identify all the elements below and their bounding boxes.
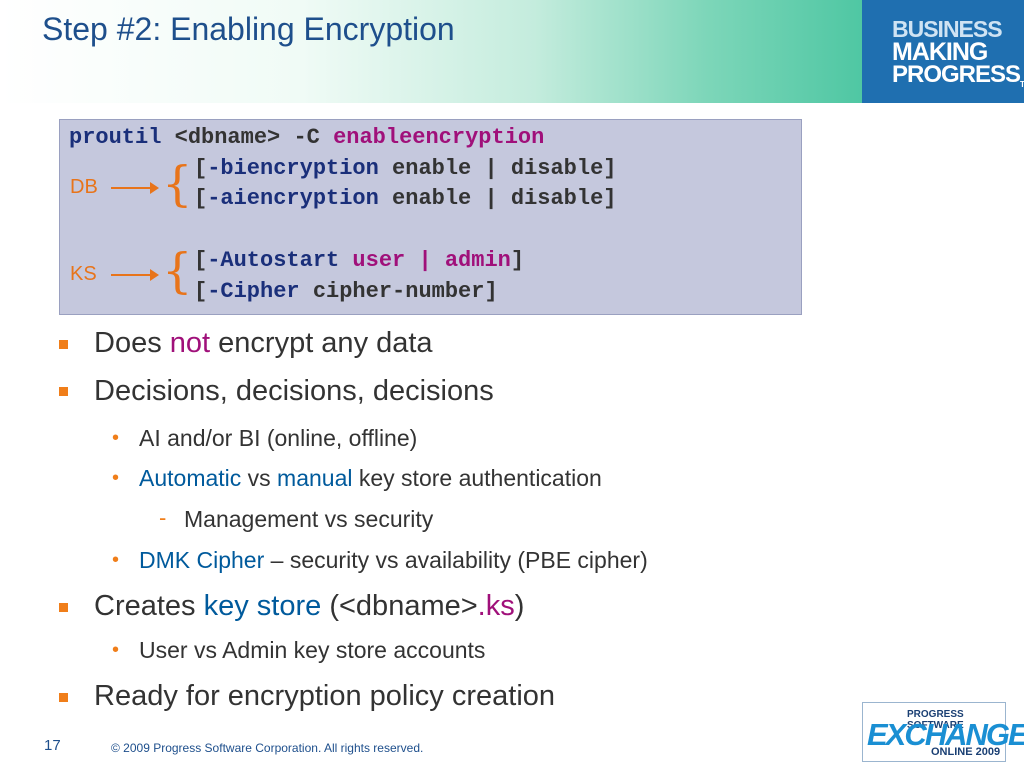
code-open: [ bbox=[194, 279, 208, 304]
bullet-text: ) bbox=[514, 590, 525, 622]
bullet-dot-icon: • bbox=[112, 639, 120, 661]
bullet-text: Does bbox=[94, 327, 170, 359]
bullet-emphasis: key store bbox=[203, 590, 322, 622]
bullet-ready: Ready for encryption policy creation bbox=[94, 680, 556, 712]
db-label: DB bbox=[70, 176, 98, 198]
code-line-aiencryption: [-aiencryption enable | disable] bbox=[194, 186, 616, 211]
bullet-emphasis: Automatic bbox=[139, 465, 242, 491]
code-block: proutil <dbname> -C enableencryption [-b… bbox=[59, 119, 802, 315]
brand-line-2: MAKING bbox=[892, 38, 988, 66]
code-option: -Autostart bbox=[207, 248, 340, 273]
logo-main-text: EXCHANGE bbox=[867, 717, 1024, 752]
bullet-key-store-auth: Automatic vs manual key store authentica… bbox=[139, 465, 602, 492]
code-option: -aiencryption bbox=[207, 186, 379, 211]
exchange-logo: PROGRESS SOFTWARE EXCHANGE ONLINE 2009 bbox=[862, 702, 1024, 762]
code-rest: cipher-number] bbox=[299, 279, 498, 304]
slide-title: Step #2: Enabling Encryption bbox=[42, 11, 455, 47]
bullet-no-encrypt: Does not encrypt any data bbox=[94, 327, 433, 360]
code-option: -biencryption bbox=[207, 156, 379, 181]
logo-bottom-text: ONLINE bbox=[931, 746, 973, 758]
code-line-autostart: [-Autostart user | admin] bbox=[194, 248, 524, 273]
bullet-text: – security vs availability (PBE cipher) bbox=[264, 547, 648, 573]
bullet-square-icon bbox=[59, 603, 68, 612]
bullet-emphasis: .ks bbox=[477, 590, 515, 622]
logo-bottom: ONLINE 2009 bbox=[931, 746, 1000, 758]
bullet-square-icon bbox=[59, 693, 68, 702]
logo-year: 2009 bbox=[975, 746, 1001, 758]
bullet-management: Management vs security bbox=[184, 506, 434, 532]
ks-label: KS bbox=[70, 263, 97, 285]
brand-line-3-text: PROGRESS bbox=[892, 61, 1021, 88]
bullet-creates-key-store: Creates key store (<dbname>.ks) bbox=[94, 590, 524, 623]
bullet-user-admin: User vs Admin key store accounts bbox=[139, 637, 486, 663]
bullet-dmk-cipher: DMK Cipher – security vs availability (P… bbox=[139, 547, 648, 574]
bullet-text: key store authentication bbox=[352, 465, 602, 491]
bullet-dot-icon: • bbox=[112, 467, 120, 489]
code-rest: enable | disable] bbox=[378, 186, 617, 211]
brand-panel: BUSINESS MAKING PROGRESSTM bbox=[862, 0, 1024, 103]
code-cmd: proutil bbox=[69, 125, 162, 150]
code-open: [ bbox=[194, 156, 208, 181]
logo-top-text: PROGRESS SOFTWARE bbox=[907, 709, 964, 731]
code-line-cipher: [-Cipher cipher-number] bbox=[194, 279, 498, 304]
code-option: -Cipher bbox=[207, 279, 300, 304]
brand-trademark: TM bbox=[1020, 80, 1024, 89]
code-open: [ bbox=[194, 186, 208, 211]
bullet-dot-icon: • bbox=[112, 427, 120, 449]
ks-brace-icon: { bbox=[162, 243, 193, 299]
code-close: ] bbox=[510, 248, 525, 273]
header-banner: Step #2: Enabling Encryption bbox=[0, 0, 862, 103]
bullet-square-icon bbox=[59, 340, 68, 349]
bullet-dot-icon: • bbox=[112, 549, 120, 571]
code-flag: -C bbox=[293, 125, 320, 150]
copyright: © 2009 Progress Software Corporation. Al… bbox=[111, 741, 424, 755]
bullet-ai-bi: AI and/or BI (online, offline) bbox=[139, 425, 418, 451]
bullet-emphasis: DMK Cipher bbox=[139, 547, 265, 573]
code-verb: enableencryption bbox=[333, 125, 545, 150]
brand-line-3: PROGRESSTM bbox=[892, 61, 1024, 89]
bullet-dash-icon: - bbox=[159, 505, 167, 530]
code-rest: enable | disable] bbox=[378, 156, 617, 181]
bullet-emphasis: manual bbox=[277, 465, 353, 491]
bullet-decisions: Decisions, decisions, decisions bbox=[94, 375, 494, 407]
db-arrow-icon bbox=[111, 182, 159, 194]
code-line-command: proutil <dbname> -C enableencryption bbox=[69, 125, 544, 150]
page-number: 17 bbox=[44, 737, 61, 754]
bullet-emphasis: not bbox=[169, 327, 211, 359]
bullet-text: encrypt any data bbox=[210, 327, 433, 359]
bullet-text: (<dbname> bbox=[321, 590, 478, 622]
code-mid: user | admin bbox=[339, 248, 511, 273]
code-arg: <dbname> bbox=[174, 125, 281, 150]
bullet-text: vs bbox=[241, 465, 278, 491]
db-brace-icon: { bbox=[162, 156, 193, 212]
brand-line-1: BUSINESS bbox=[892, 16, 1003, 42]
code-line-biencryption: [-biencryption enable | disable] bbox=[194, 156, 616, 181]
code-open: [ bbox=[194, 248, 208, 273]
bullet-square-icon bbox=[59, 387, 68, 396]
bullet-text: Creates bbox=[94, 590, 204, 622]
ks-arrow-icon bbox=[111, 269, 159, 281]
